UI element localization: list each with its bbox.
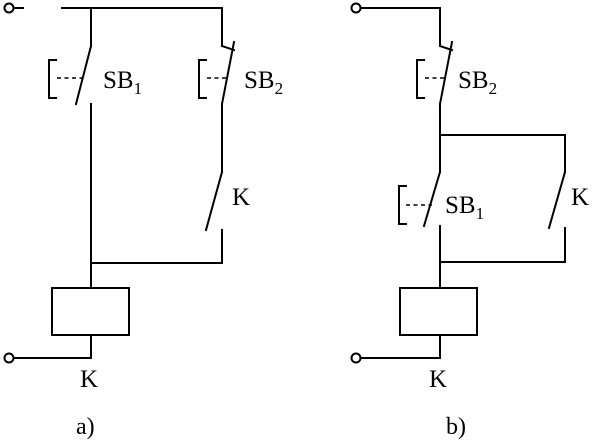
diagram-b-sb1-label: SB1 — [445, 192, 484, 223]
diagram-b: SB2 SB1 K K b) — [350, 2, 589, 440]
diagram-b-sb2-contact — [438, 40, 454, 106]
diagram-b-top-terminal — [350, 2, 362, 14]
diagram-a-sb1-contact — [74, 44, 93, 106]
diagram-b-parallel-bottom-wire — [439, 227, 566, 263]
diagram-a-sb2-contact — [220, 40, 236, 106]
diagram-b-k-contact — [547, 170, 567, 230]
diagram-b-sb2-button — [416, 59, 425, 99]
diagram-b-sb2-nc-hook — [438, 44, 454, 52]
diagram-a-bottom-terminal — [3, 352, 15, 364]
diagram-a-sb2-nc-hook — [220, 44, 236, 52]
diagram-a-k-contact-label: K — [232, 184, 250, 211]
diagram-a-bottom-wire — [12, 334, 92, 359]
diagram-a-coil — [51, 287, 130, 336]
diagram-b-sb2-label: SB2 — [458, 67, 497, 98]
diagram-a-sb1-button — [48, 59, 57, 99]
diagram-a-sb2-button — [198, 59, 207, 99]
diagram-b-bottom-wire — [359, 334, 441, 359]
diagram-a-top-terminal — [3, 2, 15, 14]
diagram-a: SB1 SB2 K K a) — [3, 2, 283, 440]
diagram-b-sb1-button — [398, 185, 407, 225]
diagram-a-k-contact — [204, 170, 224, 232]
diagram-a-coil-label: K — [80, 366, 98, 393]
diagram-b-parallel-top-wire — [439, 134, 566, 173]
diagram-a-caption: a) — [76, 414, 95, 440]
diagram-b-sb1-contact — [422, 170, 442, 228]
diagram-b-coil-label: K — [429, 366, 447, 393]
diagram-b-k-contact-label: K — [571, 184, 589, 211]
diagram-b-top-wire — [359, 7, 441, 45]
diagram-b-caption: b) — [446, 414, 466, 440]
diagram-a-sb1-label: SB1 — [103, 67, 142, 98]
diagram-a-sb2-label: SB2 — [244, 67, 283, 98]
diagram-b-bottom-terminal — [350, 352, 362, 364]
diagram-a-return-wire — [90, 229, 223, 264]
diagram-b-coil — [399, 287, 478, 336]
